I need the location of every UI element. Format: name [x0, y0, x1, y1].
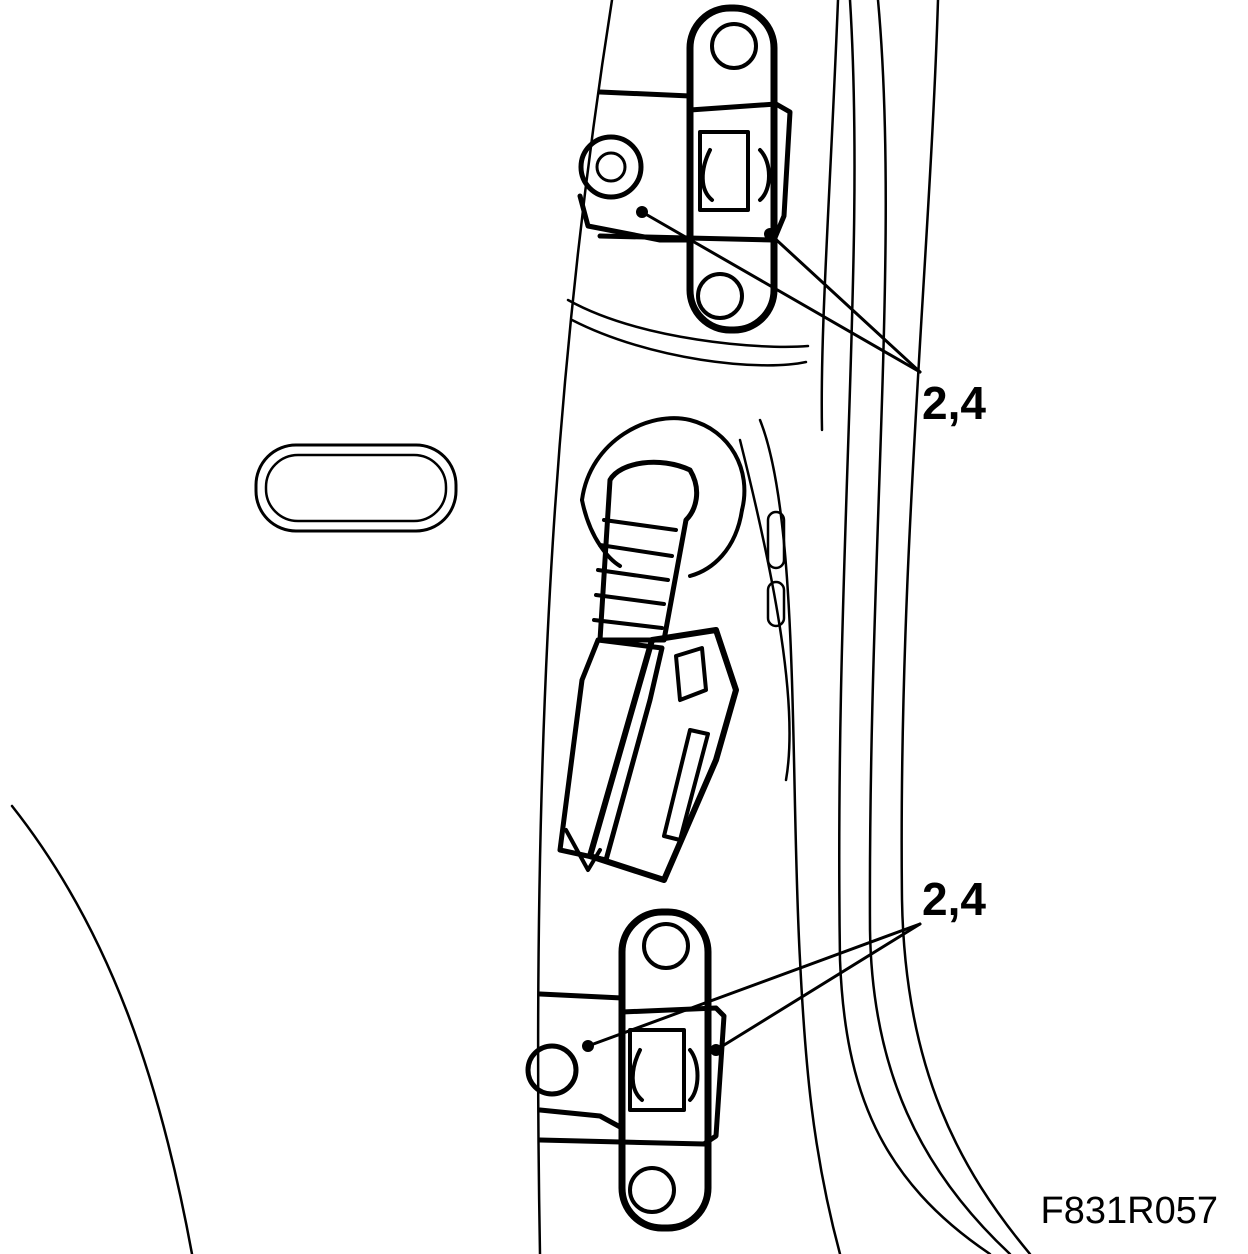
lower-hinge	[525, 908, 727, 1232]
callout-dot	[582, 1040, 594, 1052]
callout-dot	[710, 1044, 722, 1056]
callout-dot	[764, 228, 776, 240]
handle-recess	[254, 443, 458, 533]
callout-leaders-bottom	[582, 922, 922, 1056]
callout-leaders-top	[636, 206, 922, 374]
callout-dot	[636, 206, 648, 218]
electrical-connector	[557, 627, 739, 883]
cable-grommet	[580, 416, 747, 643]
door-edge-curve	[10, 804, 194, 1254]
callout-label-top: 2,4	[922, 377, 986, 429]
figure-id: F831R057	[1040, 1190, 1218, 1232]
pillar-slots	[766, 510, 786, 628]
callout-label-bottom: 2,4	[922, 873, 986, 925]
upper-hinge	[577, 4, 793, 334]
